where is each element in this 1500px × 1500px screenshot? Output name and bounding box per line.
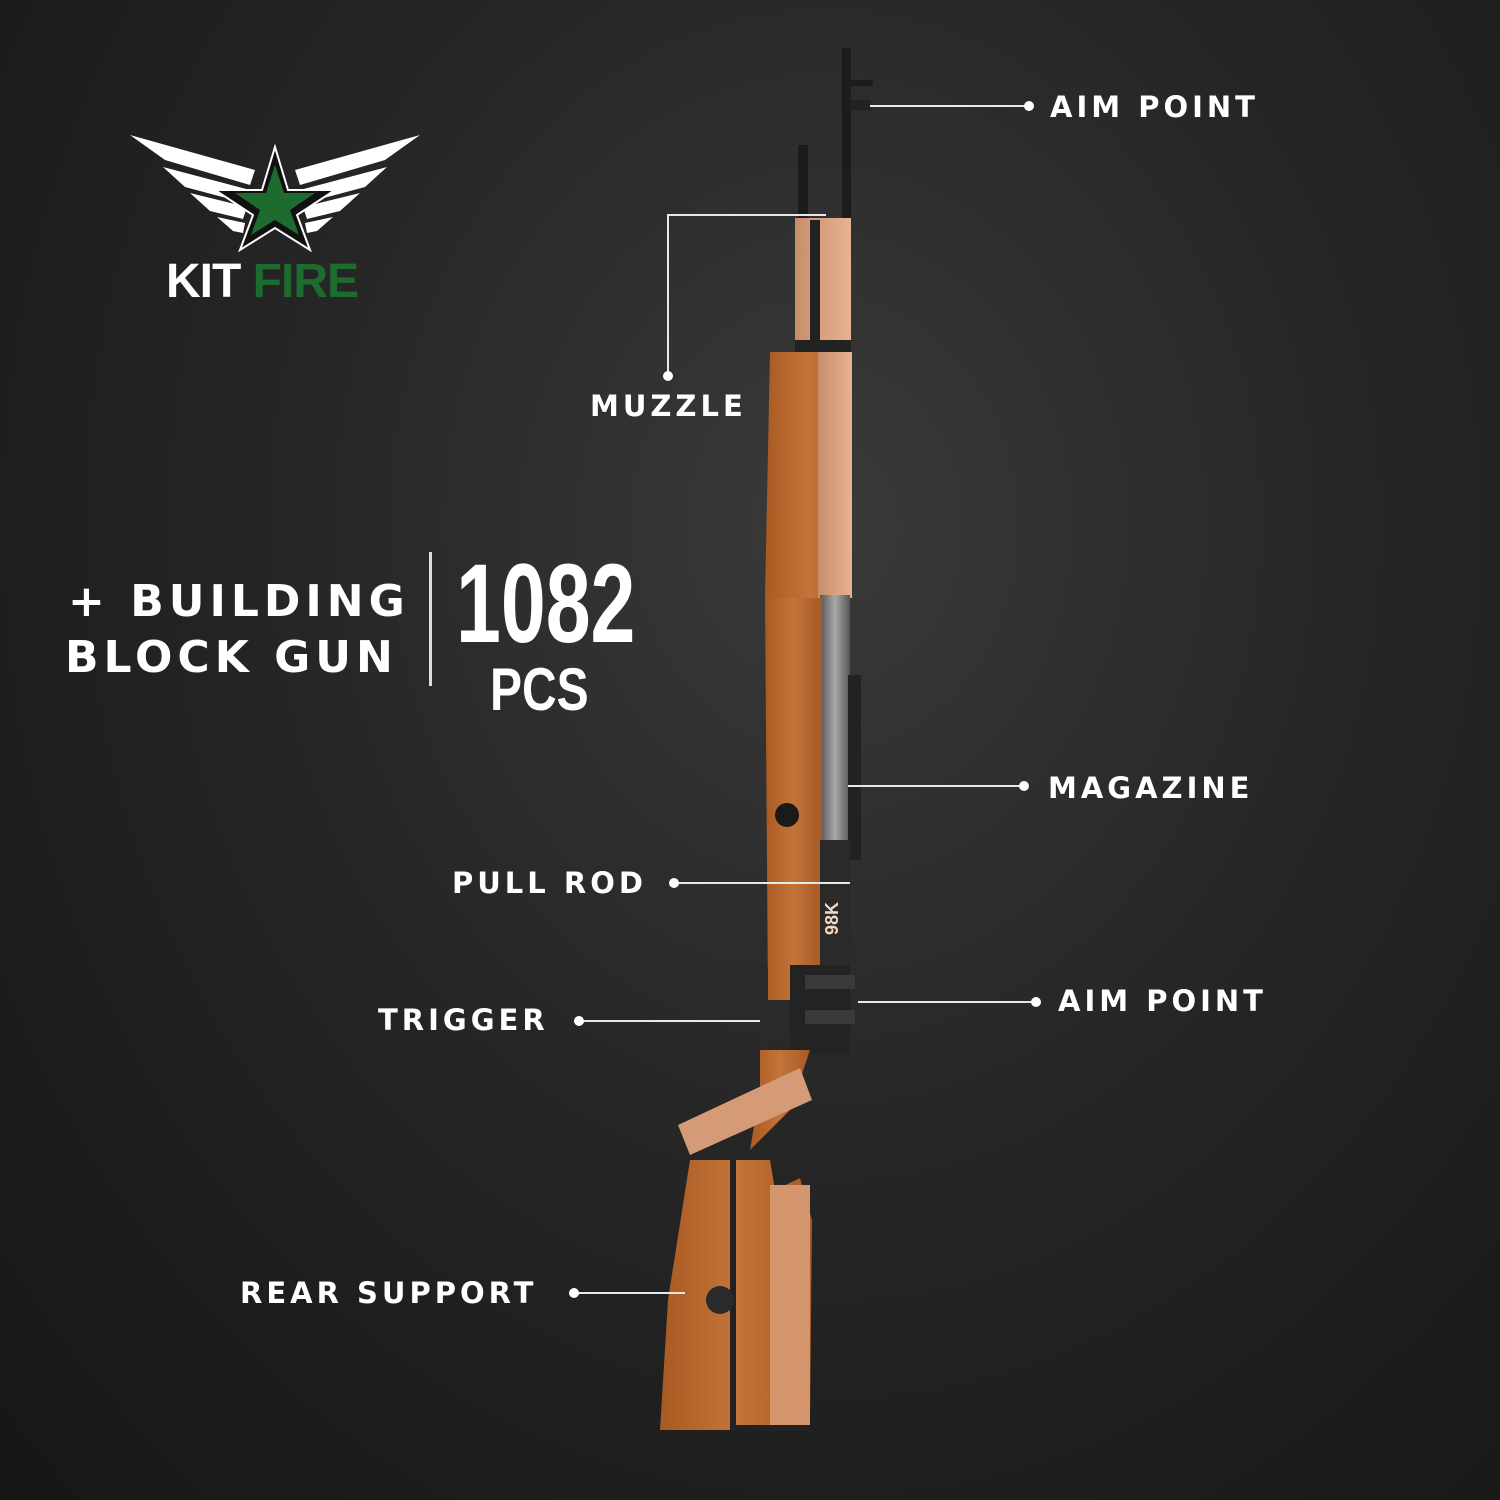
aim-point-top-label: AIM POINT [1050, 90, 1259, 124]
muzzle-leader-v [667, 214, 669, 376]
trigger-leader [579, 1020, 760, 1022]
brand-name-kit: KIT [166, 255, 241, 308]
trigger-guard [732, 967, 768, 1051]
aim-point-bottom-leader [858, 1001, 1036, 1003]
front-sight-rod [842, 48, 851, 223]
plus-icon: + [68, 576, 110, 627]
brand-name: KIT FIRE [166, 255, 359, 308]
pull-rod-label: PULL ROD [452, 866, 647, 900]
headline-building: BUILDING [130, 576, 410, 627]
trigger-label: TRIGGER [378, 1003, 549, 1037]
pull-rod-dot [669, 878, 679, 888]
aim-point-top-leader [870, 105, 1028, 107]
winged-star-icon [130, 135, 420, 253]
barrel-rod [798, 145, 808, 220]
rear-support-leader [574, 1292, 685, 1294]
magazine-leader [848, 785, 1023, 787]
brand-logo [125, 125, 425, 315]
brand-name-fire: FIRE [252, 255, 359, 308]
rear-support-label: REAR SUPPORT [240, 1276, 538, 1310]
receiver [765, 598, 822, 1000]
wrist-plank [678, 1068, 812, 1155]
magazine-dot [1019, 781, 1029, 791]
magazine-label: MAGAZINE [1048, 771, 1254, 805]
aim-point-top-dot [1024, 101, 1034, 111]
muzzle-label: MUZZLE [590, 389, 747, 423]
pull-rod-leader [674, 882, 850, 884]
forend-upper [795, 218, 851, 350]
piece-count-unit: PCS [490, 656, 589, 723]
trigger-dot [574, 1016, 584, 1026]
headline-line1: + BUILDING [68, 580, 410, 624]
aim-point-bottom-dot [1031, 997, 1041, 1007]
product-marking: 98K [822, 902, 842, 935]
muzzle-leader-h [668, 214, 826, 216]
magazine-part [820, 595, 850, 840]
headline-divider [429, 552, 432, 686]
muzzle-dot [663, 371, 673, 381]
aim-point-bottom-label: AIM POINT [1058, 984, 1267, 1018]
headline-line2: BLOCK GUN [65, 632, 398, 683]
piece-count-number: 1082 [456, 541, 636, 666]
rear-support-dot [569, 1288, 579, 1298]
